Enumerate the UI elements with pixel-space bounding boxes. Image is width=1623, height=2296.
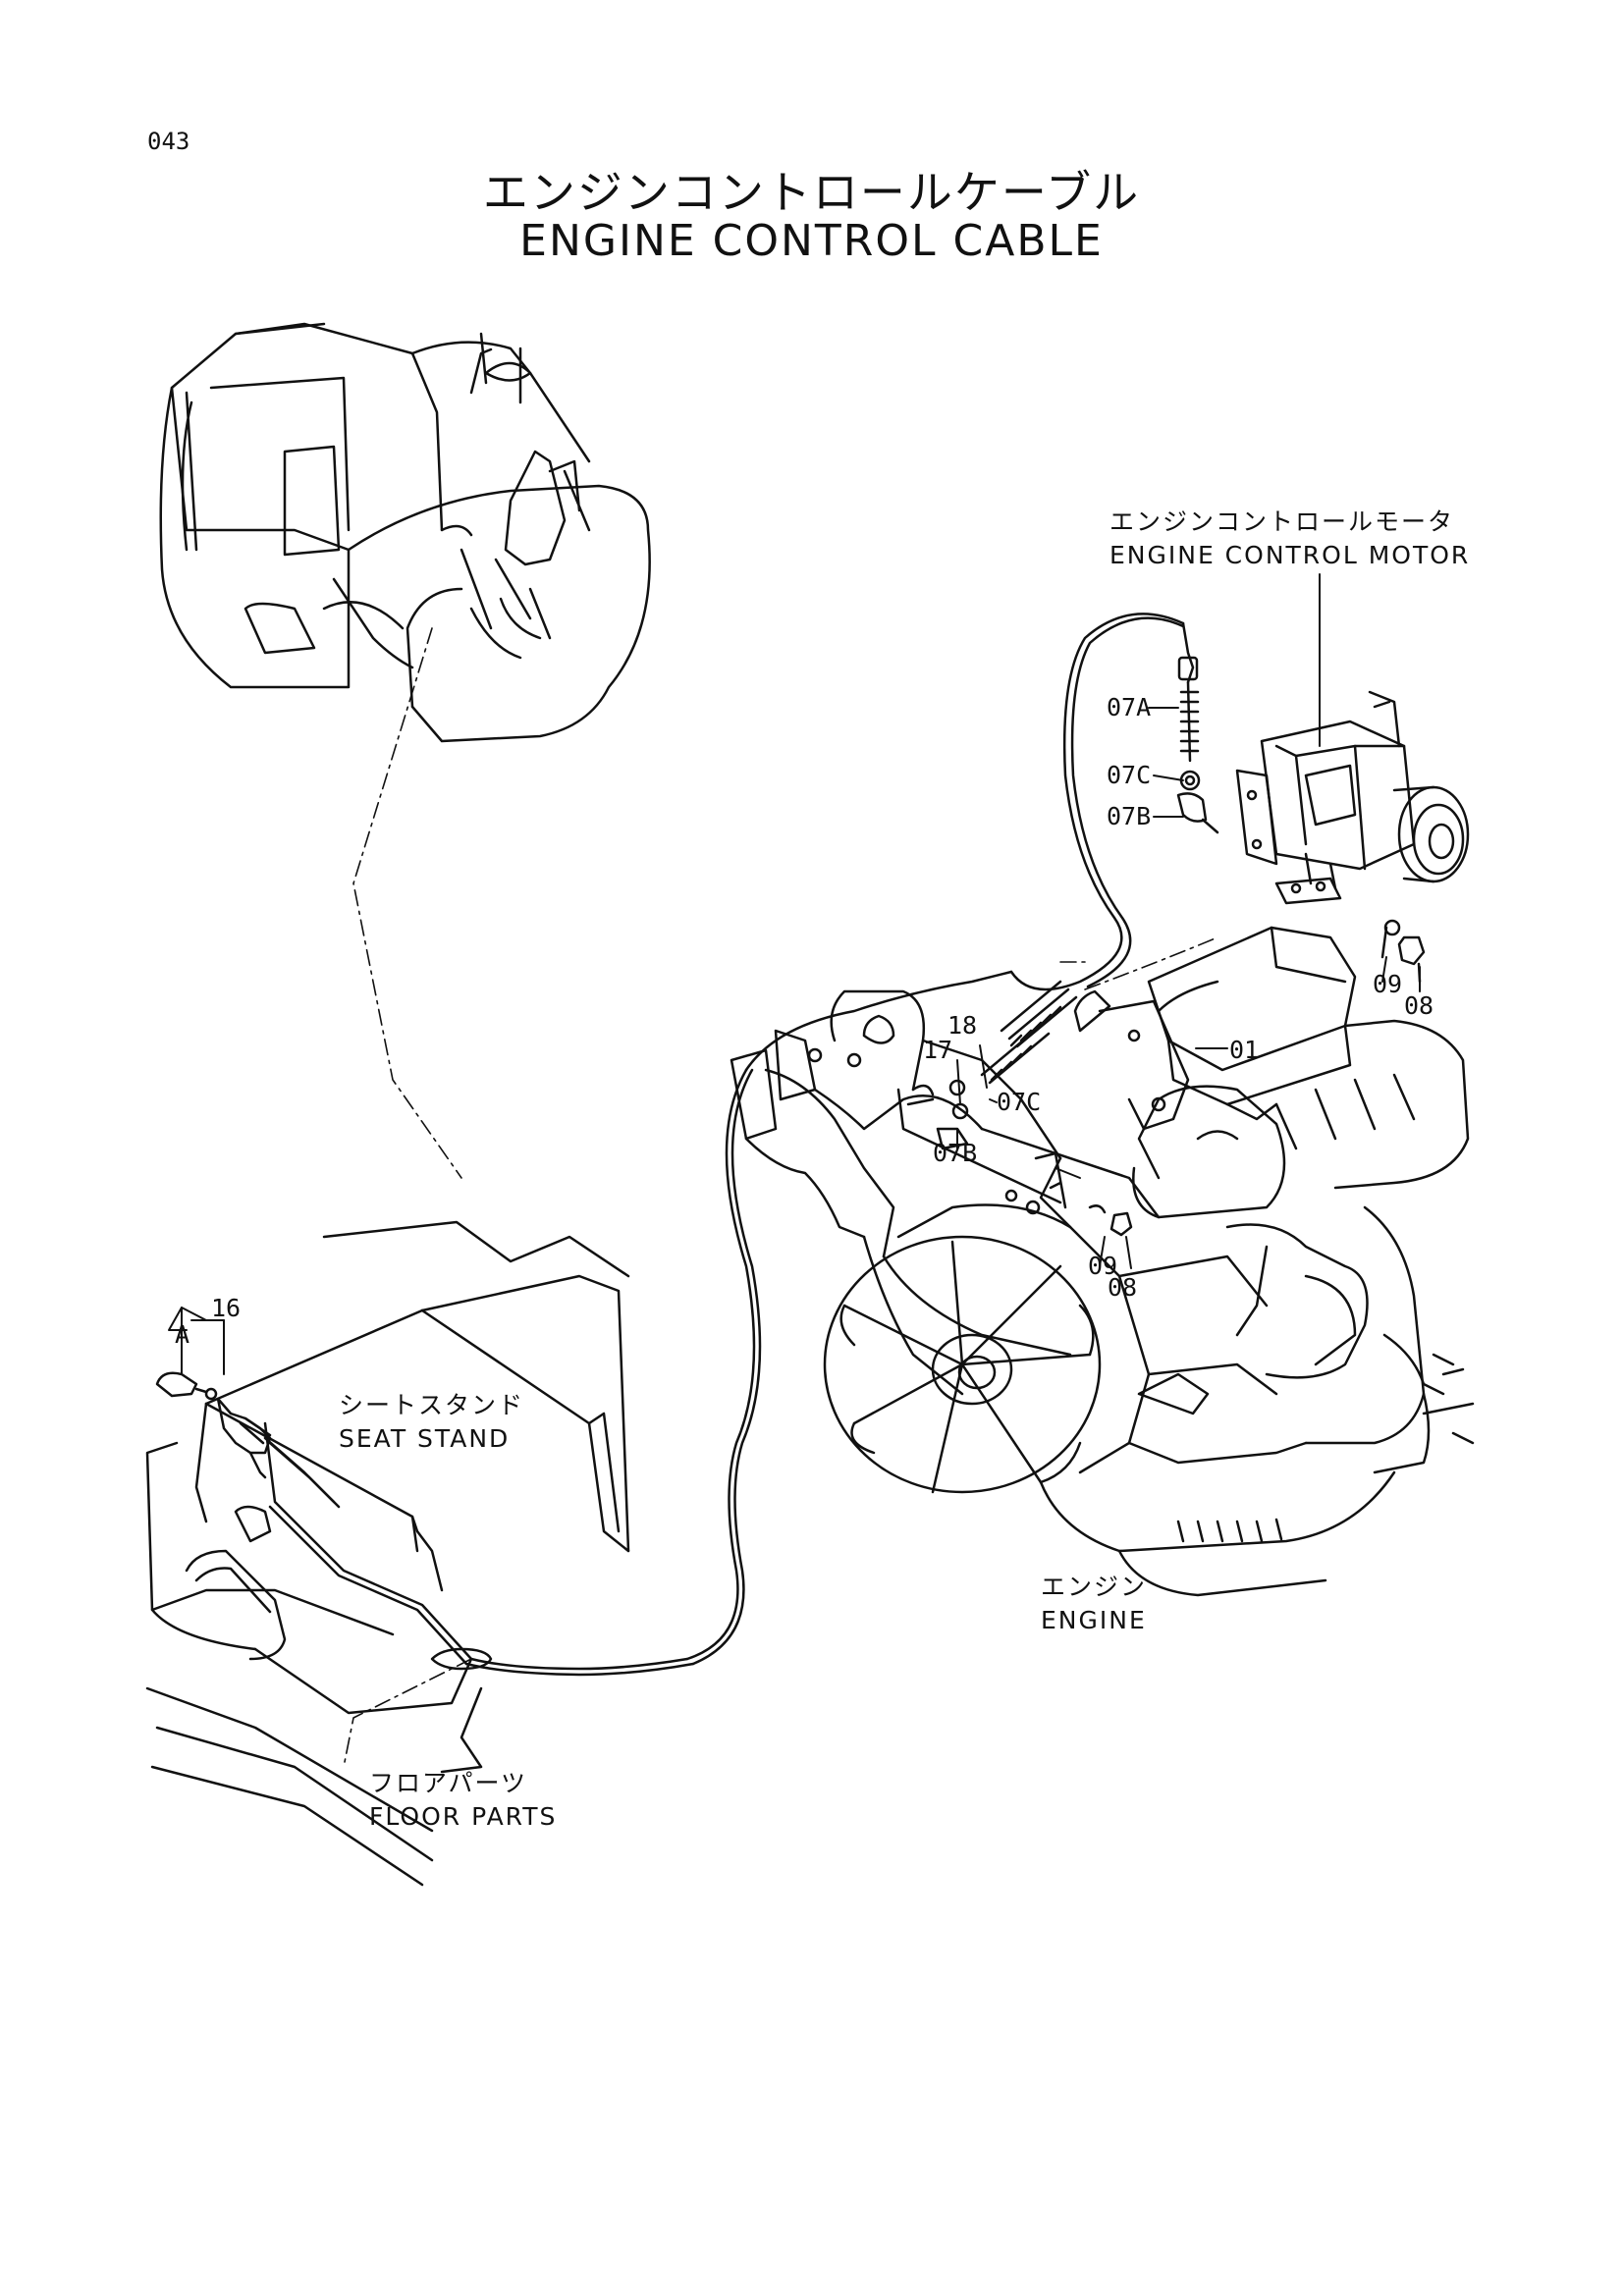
part-number-09-middle: 09 [1088,1252,1118,1280]
callout-engine-control-motor: エンジンコントロールモータ ENGINE CONTROL MOTOR [1109,506,1470,572]
callout-engine-jp: エンジン [1041,1573,1148,1601]
part-number-07a: 07A [1107,693,1152,721]
part-number-08-upper: 08 [1404,991,1434,1020]
callout-seat-stand-jp: シートスタンド [339,1391,525,1419]
section-marker-a: A [175,1320,190,1349]
callout-floor-parts-en: FLOOR PARTS [369,1801,558,1831]
excavator-overview-illustration [159,322,651,743]
part-number-17: 17 [923,1036,953,1064]
page-title-english: ENGINE CONTROL CABLE [519,216,1104,266]
callout-floor-parts: フロアパーツ FLOOR PARTS [369,1767,557,1834]
seat-stand-floor-illustration [145,1220,630,1887]
cable-bracket-assembly [896,980,1190,1237]
callout-floor-parts-jp: フロアパーツ [369,1769,528,1797]
callout-engine: エンジン ENGINE [1041,1571,1147,1637]
callout-seat-stand: シートスタンド SEAT STAND [339,1389,524,1456]
part-number-07b-upper: 07B [1107,802,1152,830]
part-number-01: 01 [1229,1036,1260,1064]
callout-engine-control-motor-en: ENGINE CONTROL MOTOR [1109,540,1471,569]
part-number-09-upper: 09 [1373,970,1403,998]
engine-illustration [730,926,1475,1597]
throttle-knob-and-cable-end [155,1371,341,1509]
leader-lines [168,573,1421,1375]
part-number-18: 18 [947,1011,978,1040]
engine-control-cable-routing [263,613,1185,1677]
part-number-07c-middle: 07C [997,1088,1042,1116]
part-number-07c-upper: 07C [1107,761,1152,789]
callout-engine-control-motor-jp: エンジンコントロールモータ [1109,507,1455,536]
engine-control-motor-illustration [1235,690,1470,905]
callout-seat-stand-en: SEAT STAND [339,1423,511,1453]
page-number: 043 [147,128,190,155]
part-number-07b-middle: 07B [933,1139,978,1167]
callout-engine-en: ENGINE [1041,1605,1147,1634]
page-title-japanese: エンジンコントロールケーブル [482,166,1141,219]
reference-dash-lines [343,627,1218,1768]
part-number-08-middle: 08 [1108,1273,1138,1302]
part-number-16: 16 [211,1294,242,1322]
